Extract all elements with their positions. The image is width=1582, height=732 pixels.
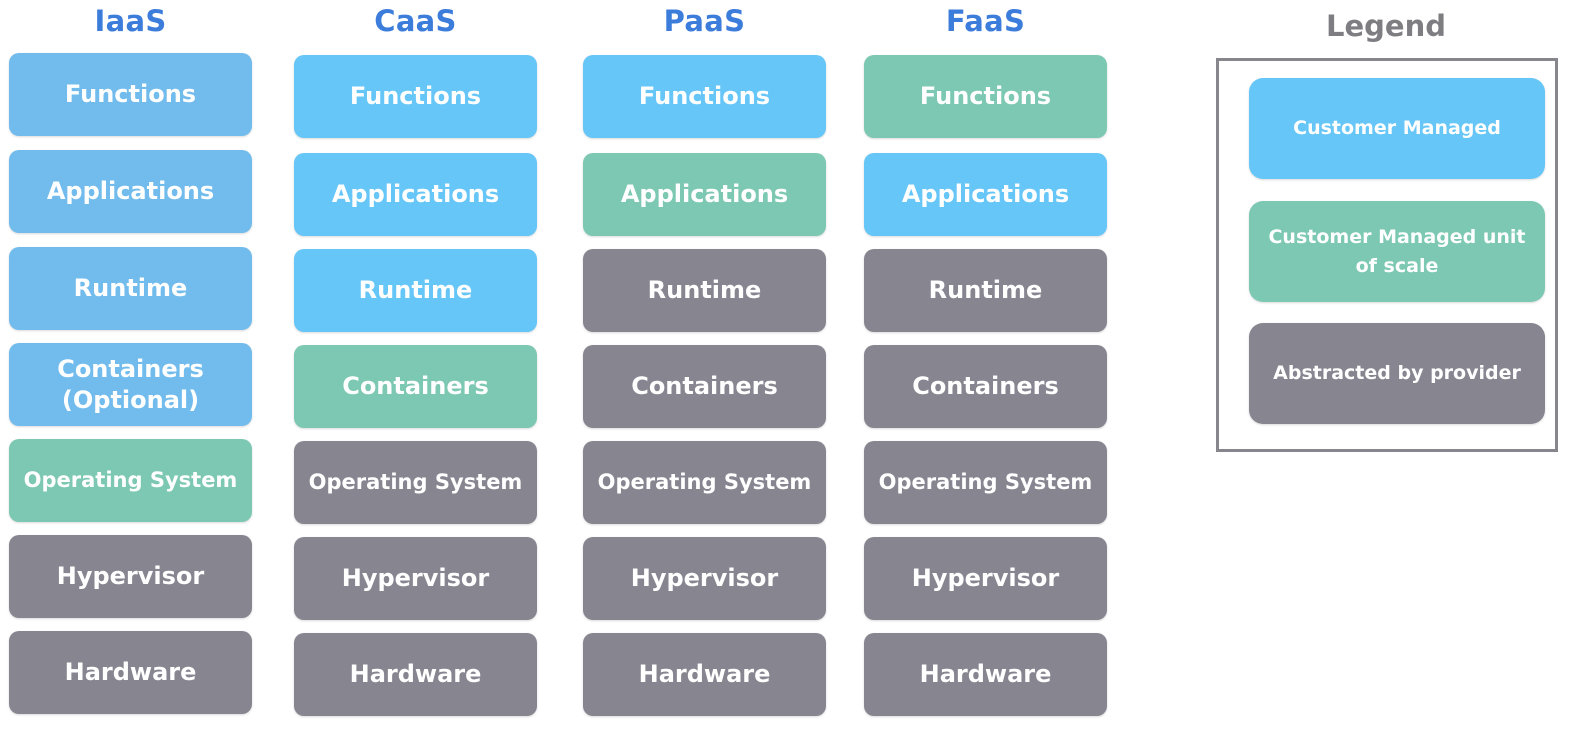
layer-hypervisor: Hypervisor bbox=[864, 537, 1107, 620]
layer-hardware: Hardware bbox=[294, 633, 537, 716]
layer-hypervisor: Hypervisor bbox=[583, 537, 826, 620]
column-paas: PaaS Functions Applications Runtime Cont… bbox=[583, 0, 826, 716]
layer-applications: Applications bbox=[9, 150, 252, 233]
layer-applications: Applications bbox=[864, 153, 1107, 236]
layer-operating-system: Operating System bbox=[864, 441, 1107, 524]
legend-box: Customer Managed Customer Managed unit o… bbox=[1216, 58, 1558, 452]
layer-hardware: Hardware bbox=[9, 631, 252, 714]
layer-applications: Applications bbox=[583, 153, 826, 236]
column-iaas: IaaS Functions Applications Runtime Cont… bbox=[9, 0, 252, 714]
layer-runtime: Runtime bbox=[294, 249, 537, 332]
column-caas: CaaS Functions Applications Runtime Cont… bbox=[294, 0, 537, 716]
layer-operating-system: Operating System bbox=[294, 441, 537, 524]
layer-hardware: Hardware bbox=[864, 633, 1107, 716]
layer-containers: Containers bbox=[294, 345, 537, 428]
layer-functions: Functions bbox=[864, 55, 1107, 138]
layer-applications: Applications bbox=[294, 153, 537, 236]
layer-functions: Functions bbox=[294, 55, 537, 138]
layer-runtime: Runtime bbox=[9, 247, 252, 330]
column-title: IaaS bbox=[94, 4, 167, 38]
layer-functions: Functions bbox=[9, 53, 252, 136]
layer-operating-system: Operating System bbox=[583, 441, 826, 524]
legend-item-unit-of-scale: Customer Managed unit of scale bbox=[1249, 201, 1545, 302]
layer-containers: Containers (Optional) bbox=[9, 343, 252, 426]
layer-containers: Containers bbox=[864, 345, 1107, 428]
layer-runtime: Runtime bbox=[864, 249, 1107, 332]
layer-containers: Containers bbox=[583, 345, 826, 428]
column-title: PaaS bbox=[663, 4, 746, 38]
legend-title: Legend bbox=[1326, 9, 1446, 43]
column-faas: FaaS Functions Applications Runtime Cont… bbox=[864, 0, 1107, 716]
legend-item-abstracted-by-provider: Abstracted by provider bbox=[1249, 323, 1545, 424]
legend-item-customer-managed: Customer Managed bbox=[1249, 78, 1545, 179]
layer-hypervisor: Hypervisor bbox=[294, 537, 537, 620]
layer-hypervisor: Hypervisor bbox=[9, 535, 252, 618]
layer-operating-system: Operating System bbox=[9, 439, 252, 522]
column-title: CaaS bbox=[374, 4, 457, 38]
layer-hardware: Hardware bbox=[583, 633, 826, 716]
layer-runtime: Runtime bbox=[583, 249, 826, 332]
column-title: FaaS bbox=[945, 4, 1026, 38]
layer-functions: Functions bbox=[583, 55, 826, 138]
